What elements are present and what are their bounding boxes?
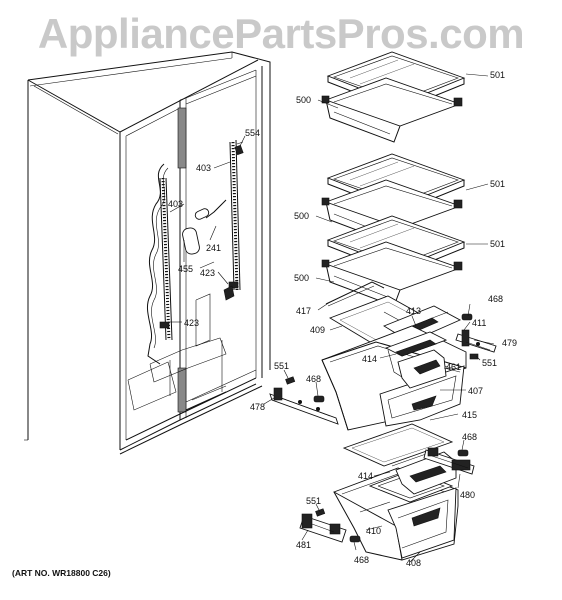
callout-478: 478 — [250, 402, 265, 412]
callout-500: 500 — [294, 273, 309, 283]
callout-468: 468 — [488, 294, 503, 304]
ground-wire-241 — [205, 199, 227, 219]
slide-rail-right-479 — [455, 329, 497, 353]
callout-414: 414 — [362, 354, 377, 364]
callout-551: 551 — [306, 496, 321, 506]
callout-403: 403 — [168, 199, 183, 209]
callout-500: 500 — [296, 95, 311, 105]
light-socket-455 — [182, 208, 210, 255]
crisper-drawer-lower-408 — [332, 451, 459, 561]
slide-rail-right-480 — [423, 447, 475, 475]
callout-409: 409 — [310, 325, 325, 335]
shelf-assemblies — [321, 51, 466, 307]
shelf-assembly-3 — [321, 215, 466, 307]
callout-551: 551 — [274, 361, 289, 371]
screw-554 — [234, 141, 244, 156]
callout-461: 461 — [446, 362, 461, 372]
crisper-drawer-upper-407 — [321, 325, 467, 431]
shelf-ladder-right — [159, 139, 241, 329]
leader-lines — [168, 73, 495, 563]
drawer-cover-414 — [384, 331, 448, 357]
callout-468: 468 — [354, 555, 369, 565]
shelf-ladder-left — [159, 177, 173, 341]
callout-468: 468 — [462, 432, 477, 442]
shelf-assembly-1 — [321, 51, 466, 143]
callout-408: 408 — [406, 558, 421, 568]
callout-423: 423 — [184, 318, 199, 328]
slide-rail-left-481 — [299, 513, 347, 543]
callout-479: 479 — [502, 338, 517, 348]
hardware-parts — [285, 313, 479, 543]
callout-554: 554 — [245, 128, 260, 138]
callout-455: 455 — [178, 264, 193, 274]
callout-480: 480 — [460, 490, 475, 500]
callout-413: 413 — [406, 306, 421, 316]
callout-410: 410 — [366, 526, 381, 536]
callout-415: 415 — [462, 410, 477, 420]
callout-468: 468 — [306, 374, 321, 384]
humidity-slide-417 — [325, 281, 385, 307]
callout-407: 407 — [468, 386, 483, 396]
callout-417: 417 — [296, 306, 311, 316]
watermark: AppliancePartsPros.com — [37, 10, 525, 57]
callout-labels: 501 500 554 403 403 501 500 241 501 455 423 500 468 4… — [168, 70, 517, 568]
slide-rail-left-478 — [269, 387, 339, 425]
callout-411: 411 — [472, 318, 486, 328]
art-number: (ART NO. WR18800 C26) — [12, 568, 111, 578]
callout-501: 501 — [490, 179, 505, 189]
shelf-assembly-2 — [321, 153, 466, 245]
callout-501: 501 — [490, 70, 505, 80]
callout-500: 500 — [294, 211, 309, 221]
callout-481: 481 — [296, 540, 311, 550]
glass-cover-415 — [342, 423, 454, 467]
callout-551: 551 — [482, 358, 497, 368]
callout-501: 501 — [490, 239, 505, 249]
callout-423: 423 — [200, 268, 215, 278]
callout-241: 241 — [206, 243, 221, 253]
fresh-food-cabinet — [24, 51, 271, 455]
clip-423 — [223, 285, 235, 301]
callout-414: 414 — [358, 471, 373, 481]
callout-403: 403 — [196, 163, 211, 173]
